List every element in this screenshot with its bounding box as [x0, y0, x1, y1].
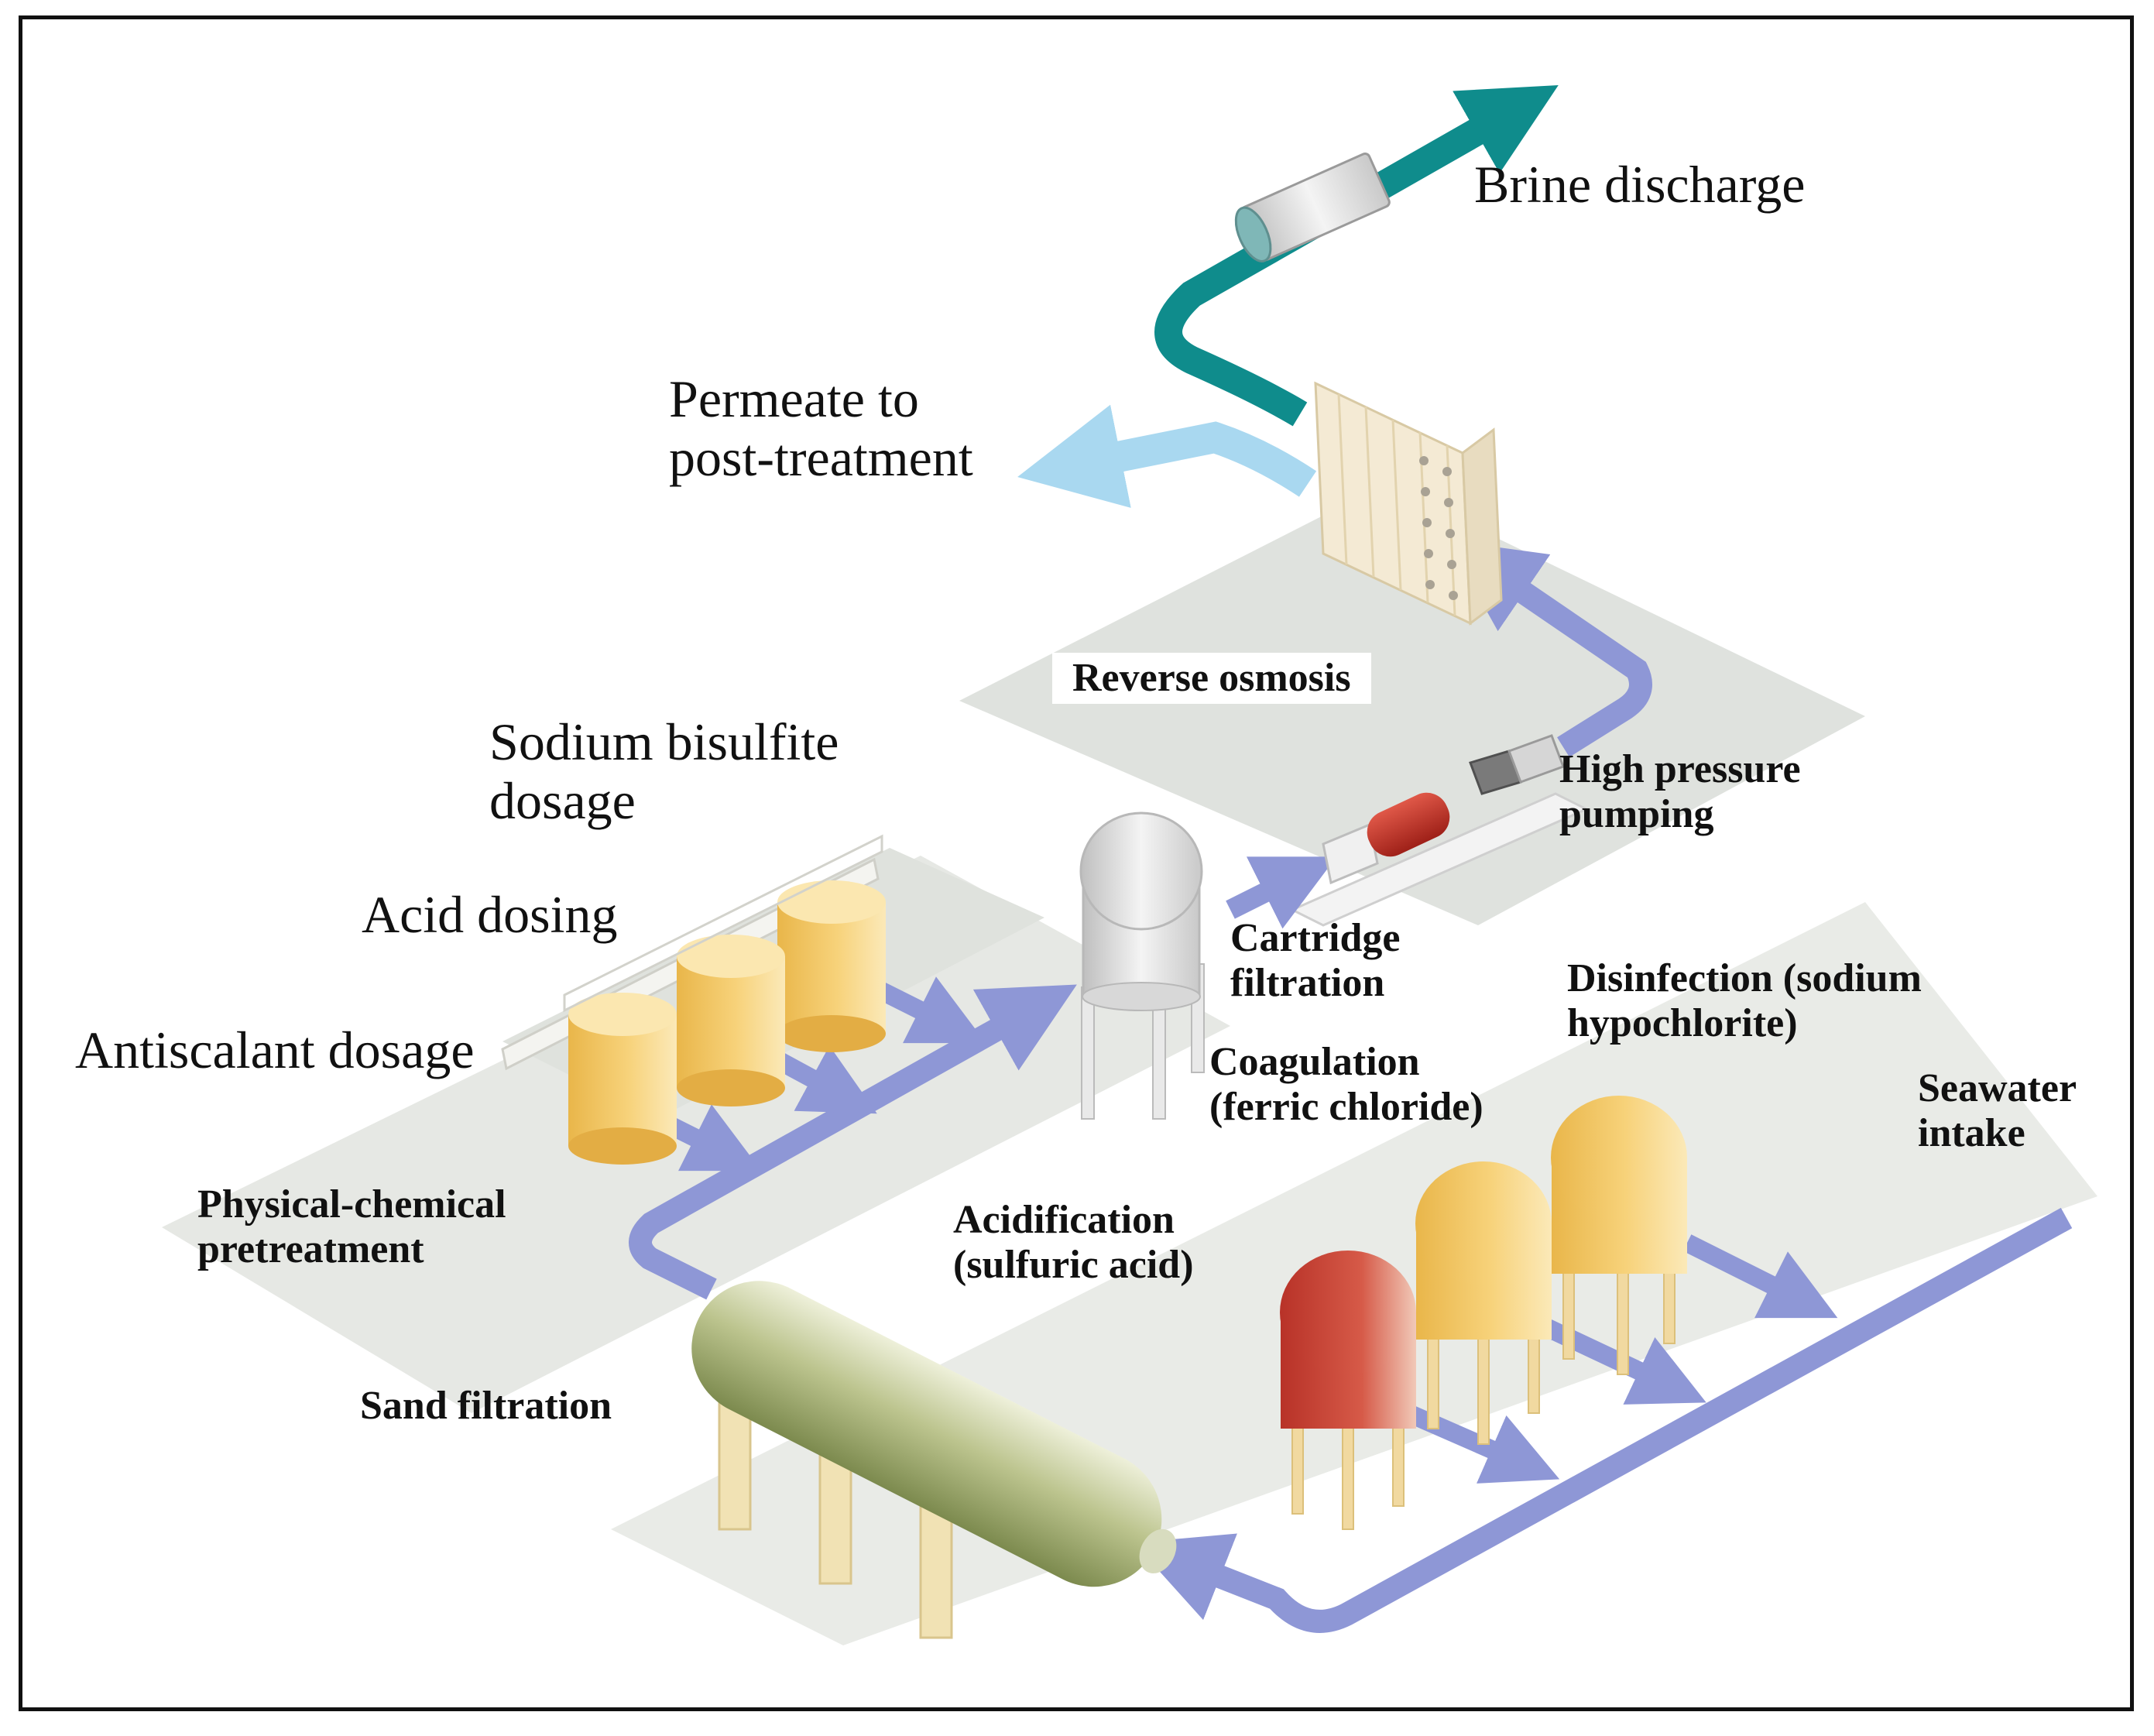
- label-acid-dosing: Acid dosing: [362, 885, 618, 944]
- cartridge-filter: [1079, 811, 1205, 1120]
- label-brine-discharge: Brine discharge: [1474, 155, 1806, 214]
- flow-permeate-line: [1017, 404, 1317, 508]
- chemical-tanks: [1280, 1096, 1687, 1530]
- brine-discharge-pipe: [1234, 153, 1391, 262]
- label-antiscalant: Antiscalant dosage: [75, 1021, 475, 1079]
- dosing-tanks: [501, 834, 886, 1165]
- desalination-process-diagram: [162, 85, 2097, 1645]
- label-reverse-osmosis: Reverse osmosis: [1052, 653, 1371, 705]
- sand-filter-tank: [691, 1281, 1177, 1587]
- flow-seawater-line: [1134, 1207, 2073, 1633]
- label-sand-filtration: Sand filtration: [360, 1384, 612, 1428]
- tank-antiscalant: [568, 993, 677, 1165]
- flow-to-pump-line: [1226, 856, 1337, 929]
- ro-membrane-rack: [1314, 381, 1503, 626]
- tank-disinfection: [1551, 1096, 1687, 1274]
- label-acidification: Acidification(sulfuric acid): [953, 1198, 1194, 1288]
- tank-acid-dosing: [677, 935, 785, 1106]
- platform-reverse-osmosis: [959, 484, 1865, 925]
- label-coagulation: Coagulation(ferric chloride): [1209, 1040, 1483, 1130]
- dose-arrow-disinfection: [1682, 1234, 1838, 1319]
- flow-to-cartridge-line: [629, 984, 1077, 1300]
- tank-sodium-bisulfite: [777, 880, 886, 1052]
- tank-coagulation: [1415, 1161, 1552, 1340]
- high-pressure-pump: [1322, 734, 1565, 885]
- flow-brine-line: [1154, 85, 1559, 427]
- flow-to-ro-line: [1447, 540, 1652, 757]
- tank-acidification: [1280, 1251, 1416, 1429]
